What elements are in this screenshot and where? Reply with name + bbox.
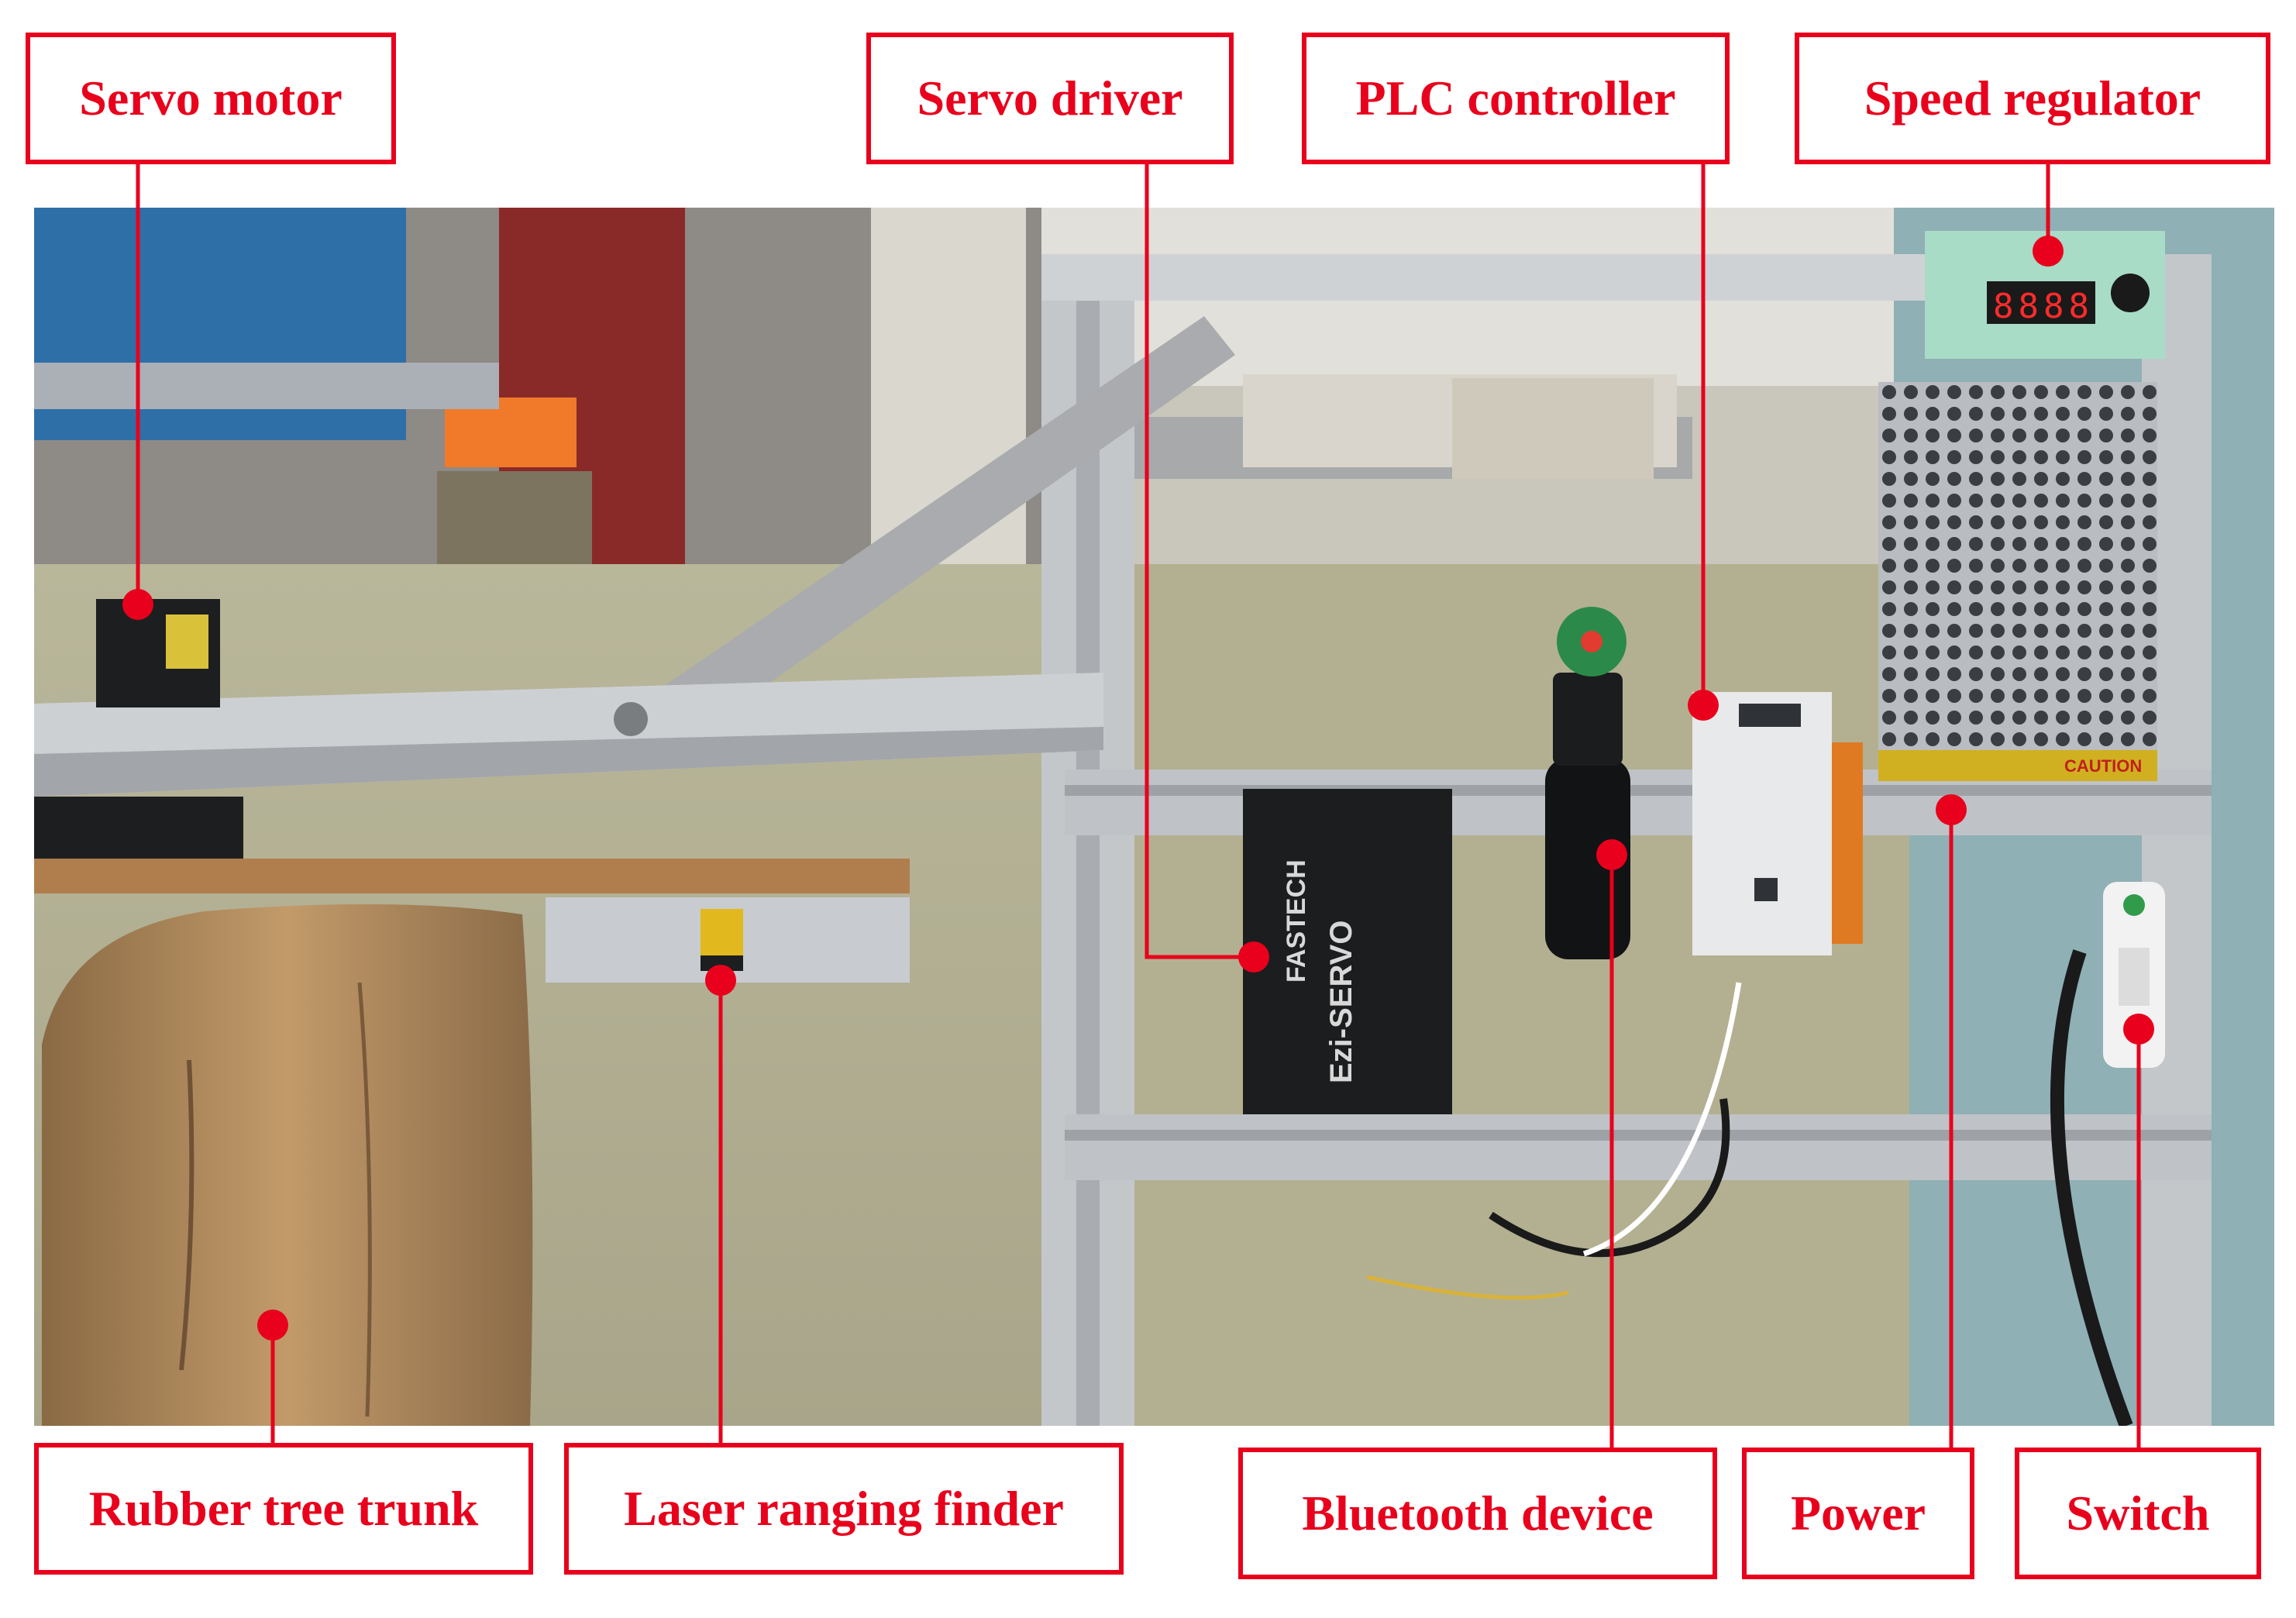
- marker-bluetooth-device: [1596, 839, 1627, 870]
- power-supply-body: [1878, 382, 2157, 777]
- bluetooth-device-body: [1545, 758, 1630, 959]
- plc-controller-body: [1692, 692, 1832, 955]
- marker-switch: [2123, 1014, 2154, 1045]
- label-power: Power: [1742, 1448, 1974, 1579]
- label-rubber-tree-trunk: Rubber tree trunk: [34, 1443, 533, 1575]
- label-speed-regulator: Speed regulator: [1795, 33, 2270, 164]
- servo-driver-body: [1243, 789, 1452, 1114]
- wooden-beam: [34, 859, 910, 893]
- marker-speed-regulator: [2033, 236, 2064, 267]
- driver-model-text: Ezi-SERVO: [1324, 921, 1358, 1083]
- marker-rubber-tree-trunk: [257, 1310, 288, 1341]
- label-switch: Switch: [2015, 1448, 2261, 1579]
- leader-servo-driver: [1145, 163, 1254, 959]
- label-bluetooth-device: Bluetooth device: [1238, 1448, 1717, 1579]
- test-rig-photo: FASTECH Ezi-SERVO CAUTION 8888: [34, 208, 2274, 1426]
- regulator-display: 8888: [1993, 287, 2094, 326]
- diagonal-brace: [639, 316, 1235, 742]
- label-servo-driver: Servo driver: [866, 33, 1234, 164]
- rubber-tree-trunk: [42, 904, 533, 1426]
- driver-brand-text: FASTECH: [1282, 859, 1311, 983]
- label-plc-controller: PLC controller: [1302, 33, 1730, 164]
- marker-plc-controller: [1688, 690, 1719, 721]
- label-laser-ranging-finder: Laser ranging finder: [564, 1443, 1124, 1575]
- caution-text: CAUTION: [2064, 756, 2142, 776]
- marker-laser-ranging-finder: [705, 965, 736, 996]
- label-servo-motor: Servo motor: [26, 33, 396, 164]
- marker-power: [1936, 794, 1967, 825]
- din-rail-lower: [1065, 1114, 2212, 1180]
- marker-servo-driver: [1238, 942, 1269, 973]
- marker-servo-motor: [122, 589, 153, 620]
